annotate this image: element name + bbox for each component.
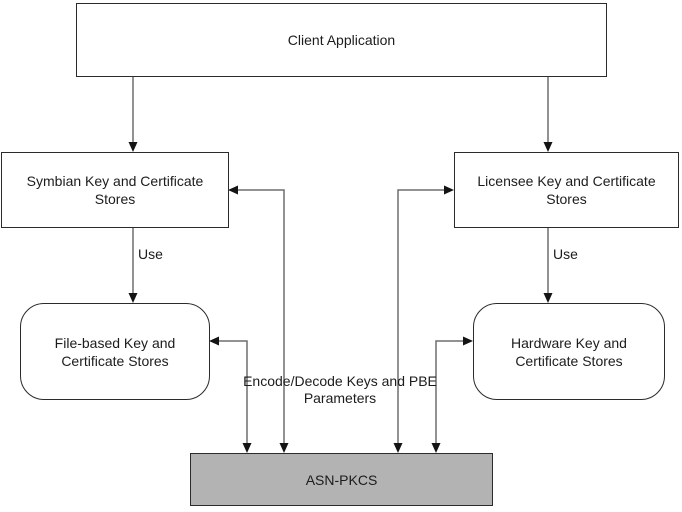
connector-asn-to-hardware [435,340,463,444]
node-file-based-key-certificate-stores: File-based Key and Certificate Stores [20,303,210,400]
arrowhead-down-symbian [128,142,138,152]
node-client-application: Client Application [76,3,607,77]
arrowhead-right-licensee [444,185,454,195]
node-file-based-label: File-based Key and Certificate Stores [54,334,176,369]
arrowhead-down-licensee [543,142,553,152]
node-symbian-label: Symbian Key and Certificate Stores [26,173,204,207]
arrowhead-down-asn-0 [242,443,252,453]
node-licensee-key-certificate-stores: Licensee Key and Certificate Stores [454,152,679,228]
arrowhead-down-asn-3 [393,443,403,453]
arrowhead-down-file [128,293,138,303]
arrowhead-left-file [209,336,219,346]
connector-asn-to-licensee [397,189,444,444]
connector-asn-to-file [219,340,248,444]
node-hardware-label: Hardware Key and Certificate Stores [511,334,627,369]
node-hardware-key-certificate-stores: Hardware Key and Certificate Stores [473,303,665,400]
arrowhead-down-asn-1 [279,443,289,453]
arrowhead-down-asn-2 [431,443,441,453]
node-asn-pkcs-label: ASN-PKCS [305,471,378,488]
connector-asn-to-symbian [238,189,285,444]
edge-label-encode-decode: Encode/Decode Keys and PBE Parameters [243,373,437,406]
arrowhead-left-symbian [228,185,238,195]
arrowhead-down-hardware [543,293,553,303]
arrowhead-right-hardware [463,336,473,346]
node-asn-pkcs: ASN-PKCS [190,453,493,506]
node-licensee-label: Licensee Key and Certificate Stores [477,173,656,207]
node-client-application-label: Client Application [287,32,396,48]
edge-label-use-left: Use [138,246,163,262]
node-symbian-key-certificate-stores: Symbian Key and Certificate Stores [1,152,229,228]
edge-label-use-right: Use [553,246,578,262]
